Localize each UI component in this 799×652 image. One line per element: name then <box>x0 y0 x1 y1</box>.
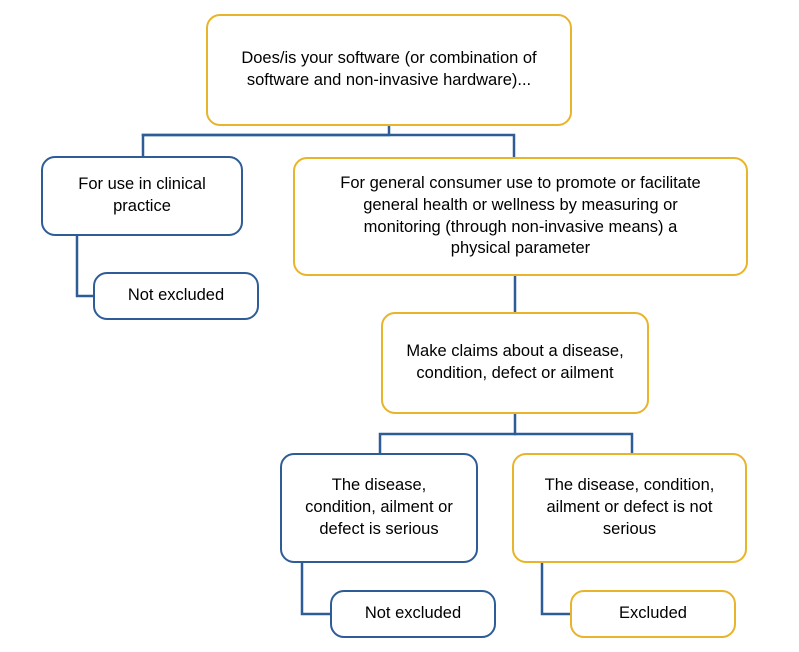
node-root-question[interactable]: Does/is your software (or combination of… <box>206 14 572 126</box>
connector-clinical-to-not-excluded <box>75 234 95 298</box>
node-label-disease-not-serious: The disease, condition, ailment or defec… <box>544 476 715 538</box>
node-disease-not-serious[interactable]: The disease, condition, ailment or defec… <box>512 453 747 563</box>
connector-claims-split-left <box>378 412 517 455</box>
connector-claims-split-right <box>513 432 634 455</box>
node-general-consumer-use[interactable]: For general consumer use to promote or f… <box>293 157 748 276</box>
node-label-root-question: Does/is your software (or combination of… <box>241 49 537 89</box>
node-label-make-claims: Make claims about a disease, condition, … <box>406 342 624 382</box>
node-label-not-serious-excluded: Excluded <box>619 604 687 623</box>
node-clinical-not-excluded[interactable]: Not excluded <box>93 272 259 320</box>
node-label-serious-not-excluded: Not excluded <box>364 604 462 623</box>
node-label-general-consumer-use: For general consumer use to promote or f… <box>340 173 701 258</box>
node-label-disease-serious: The disease, condition, ailment or defec… <box>305 476 453 538</box>
connector-serious-to-not-excluded <box>300 561 332 616</box>
connector-root-to-consumer <box>141 133 516 159</box>
node-label-clinical-not-excluded: Not excluded <box>127 286 225 305</box>
connector-root-split <box>141 124 391 158</box>
node-clinical-practice[interactable]: For use in clinical practice <box>41 156 243 236</box>
node-serious-not-excluded[interactable]: Not excluded <box>330 590 496 638</box>
node-label-clinical-practice: For use in clinical practice <box>78 175 206 215</box>
node-disease-serious[interactable]: The disease, condition, ailment or defec… <box>280 453 478 563</box>
node-not-serious-excluded[interactable]: Excluded <box>570 590 736 638</box>
connector-not-serious-to-excluded <box>540 561 572 616</box>
node-make-claims[interactable]: Make claims about a disease, condition, … <box>381 312 649 414</box>
